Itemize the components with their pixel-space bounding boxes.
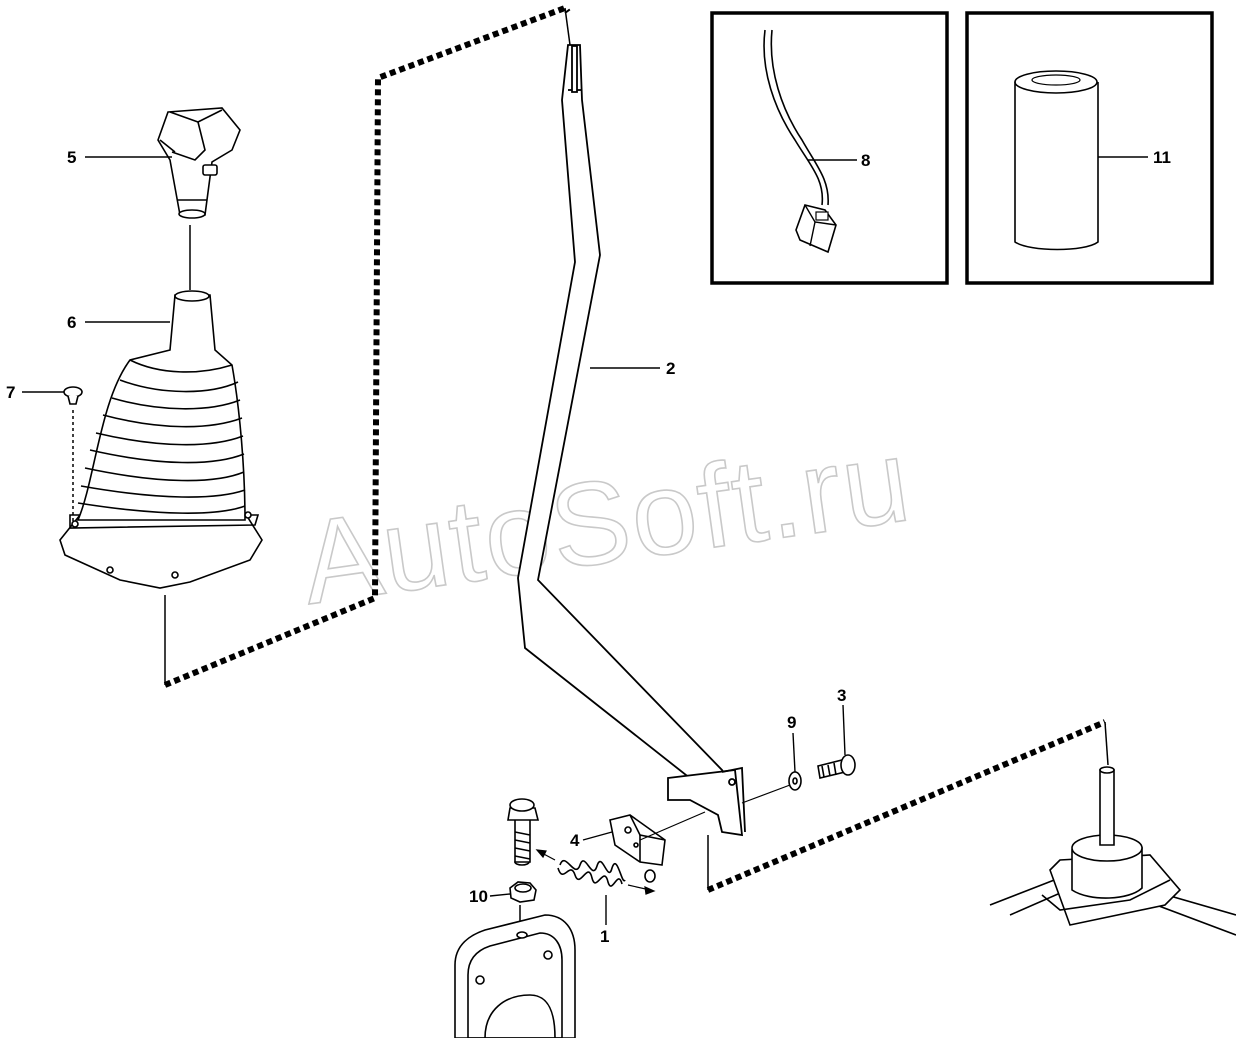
callout-7: 7 bbox=[6, 383, 15, 402]
gear-lever-rod-part-2 bbox=[517, 44, 746, 837]
bracket-part-4 bbox=[609, 814, 666, 866]
spring-arrows bbox=[535, 849, 656, 895]
callout-numbers: 5 6 7 2 8 11 9 3 4 1 10 bbox=[6, 148, 1171, 946]
bolt-part-3 bbox=[817, 754, 856, 779]
nut-part-10 bbox=[509, 881, 537, 903]
leader-lines bbox=[22, 156, 1148, 925]
mounting-plate bbox=[454, 914, 576, 1038]
inset-box-part-11 bbox=[965, 11, 1214, 285]
callout-3: 3 bbox=[837, 686, 846, 705]
callout-8: 8 bbox=[861, 151, 870, 170]
dashed-connection-lines bbox=[163, 4, 1107, 893]
gearbox-shift-tower bbox=[989, 766, 1236, 936]
callout-2: 2 bbox=[666, 359, 675, 378]
bolt-axis-line bbox=[741, 784, 791, 804]
gear-knob-part-5 bbox=[157, 107, 241, 219]
callout-1: 1 bbox=[600, 927, 609, 946]
callout-9: 9 bbox=[787, 713, 796, 732]
inset-box-part-8 bbox=[710, 11, 949, 285]
bolt-part-10 bbox=[507, 798, 540, 866]
callout-10: 10 bbox=[469, 887, 488, 906]
watermark-text: AutoSoft.ru bbox=[294, 414, 919, 630]
washer-part-9 bbox=[788, 771, 802, 791]
clip-part-7 bbox=[63, 386, 83, 405]
callout-6: 6 bbox=[67, 313, 76, 332]
callout-5: 5 bbox=[67, 148, 76, 167]
spring-part-1 bbox=[557, 859, 656, 887]
bracket-axis-line bbox=[639, 811, 706, 841]
callout-4: 4 bbox=[570, 831, 580, 850]
callout-11: 11 bbox=[1153, 148, 1171, 167]
watermark: AutoSoft.ru bbox=[293, 413, 919, 631]
rubber-boot-part-6 bbox=[59, 290, 263, 589]
